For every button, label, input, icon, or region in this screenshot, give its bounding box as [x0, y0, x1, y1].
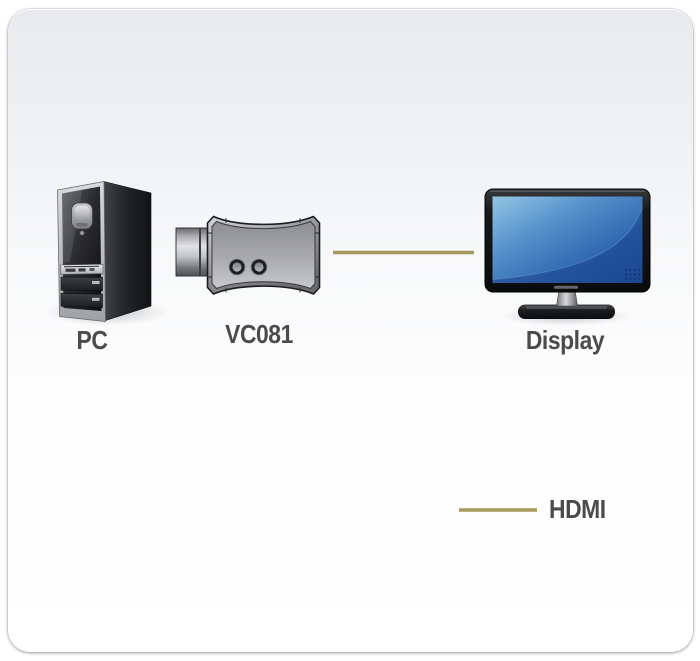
pc-power-button [74, 206, 90, 221]
pc-tower-graphic [45, 181, 169, 326]
monitor-screen-swoosh [492, 207, 643, 283]
pc-power-slot [76, 223, 88, 227]
monitor-screen-swoosh-edge [492, 206, 643, 280]
diagram-panel [8, 9, 693, 652]
pc-optical-button [65, 268, 76, 272]
vc081-rim-segments [208, 218, 319, 293]
vc081-label: VC081 [225, 319, 293, 349]
pc-bay-button [92, 281, 100, 284]
vc081-port [254, 262, 264, 272]
monitor-brand-mark [554, 285, 578, 289]
vc081-port [232, 262, 242, 272]
pc-drive-bay [60, 276, 103, 291]
display-monitor-graphic [484, 188, 651, 326]
pc-indicator-dot [79, 230, 85, 236]
monitor-vent-dots [625, 269, 641, 280]
display-label: Display [525, 325, 605, 355]
hdmi-legend-label: HDMI [549, 494, 606, 524]
monitor-base-highlight [526, 306, 607, 309]
pc-side-panel [103, 181, 152, 322]
pc-optical-slot [63, 265, 100, 268]
pc-optical-button [89, 268, 95, 271]
pc-bay-button [92, 297, 100, 301]
pc-optical-button [78, 268, 86, 272]
vc081-graphic [175, 215, 321, 295]
pc-label: PC [76, 325, 108, 355]
vc081-hdmi-connector [175, 227, 210, 277]
monitor-bezel-highlight [490, 190, 645, 192]
vc081-body-face [211, 220, 316, 290]
pc-drive-bay [60, 293, 103, 308]
